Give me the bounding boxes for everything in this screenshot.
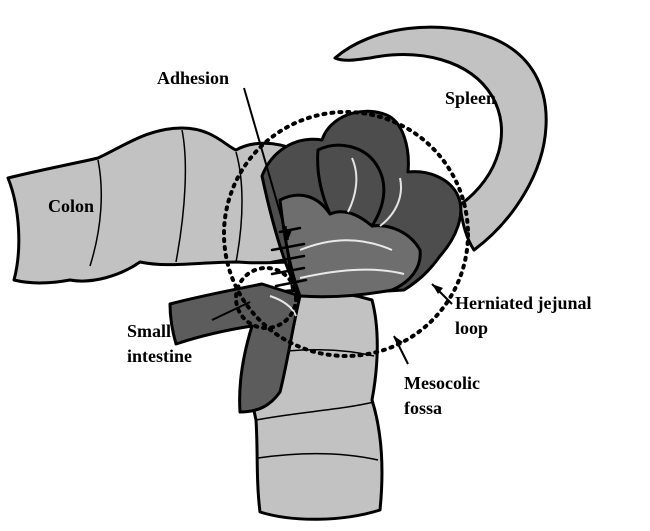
colon-label: Colon <box>48 196 94 216</box>
spleen-label: Spleen <box>445 88 496 108</box>
herniated-loop-label-line1: Herniated jejunal <box>455 293 592 313</box>
small-intestine-label-line1: Small <box>127 321 171 341</box>
mesocolic-fossa-label-line1: Mesocolic <box>404 373 480 393</box>
mesocolic-fossa-label-line2: fossa <box>404 398 442 418</box>
herniated-loop-label-line2: loop <box>455 318 488 338</box>
adhesion-label: Adhesion <box>157 68 229 88</box>
small-intestine-label-line2: intestine <box>127 346 192 366</box>
